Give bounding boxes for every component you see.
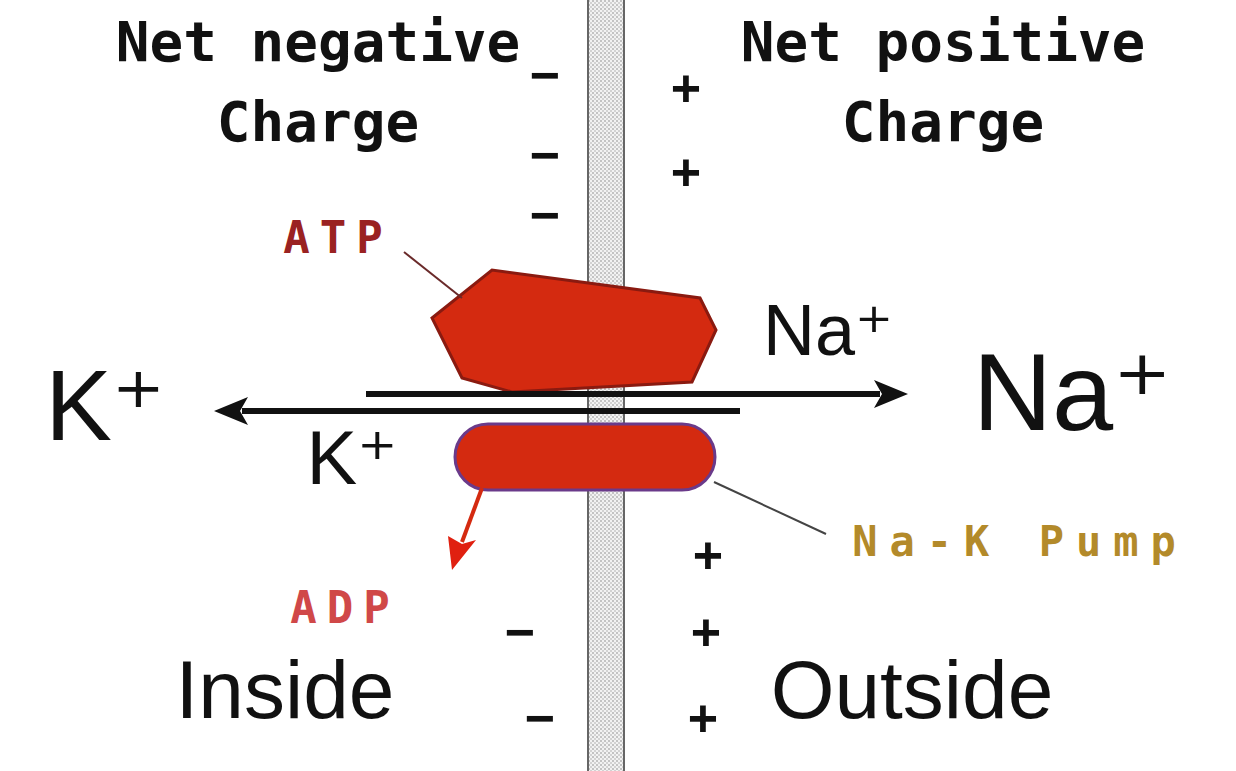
charge-heading: Net negative Charge	[98, 2, 538, 162]
ion-label: K⁺	[45, 355, 164, 455]
sodium-arrow-line	[366, 391, 880, 397]
adp-arrow-line	[462, 488, 482, 542]
side-label: Outside	[771, 649, 1054, 731]
potassium-arrowhead	[214, 397, 248, 425]
negative-sign: −	[530, 189, 560, 241]
sodium-arrowhead	[874, 380, 908, 408]
positive-sign: +	[671, 146, 701, 198]
negative-sign: −	[505, 606, 535, 658]
adp-label: ADP	[290, 586, 399, 630]
side-label: Inside	[176, 649, 395, 731]
positive-sign: +	[693, 529, 723, 581]
negative-sign: −	[530, 49, 560, 101]
pump-upper-subunit	[432, 270, 716, 392]
positive-sign: +	[671, 62, 701, 114]
ion-label: Na⁺	[763, 294, 893, 366]
ion-label: Na⁺	[973, 337, 1172, 447]
pump-label: Na-K Pump	[852, 521, 1188, 563]
potassium-arrow-line	[242, 408, 740, 414]
negative-sign: −	[525, 692, 555, 744]
charge-heading: Net positive Charge	[723, 2, 1163, 162]
adp-arrowhead	[448, 536, 476, 570]
ion-label: K⁺	[307, 420, 398, 496]
atp-label: ATP	[283, 216, 392, 260]
positive-sign: +	[691, 606, 721, 658]
positive-sign: +	[688, 692, 718, 744]
pump-lower-subunit	[455, 424, 715, 490]
pump-leader-line	[714, 482, 826, 534]
negative-sign: −	[530, 129, 560, 181]
atp-leader-line	[404, 252, 462, 298]
